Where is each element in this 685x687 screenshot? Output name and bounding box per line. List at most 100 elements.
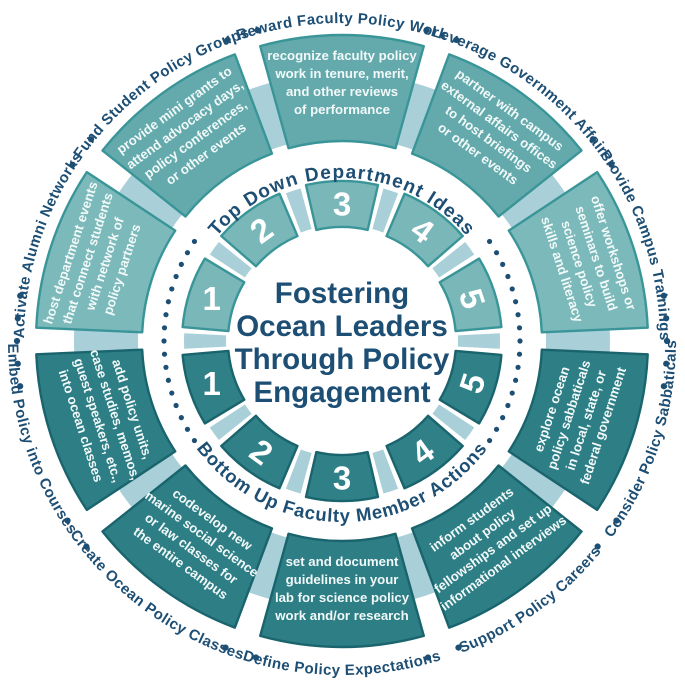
inner-ring-connector [372, 449, 399, 494]
label-ring-dots [13, 27, 671, 661]
ring-label-text: Define Policy Expectations [241, 647, 442, 679]
description-line: work and/or research [274, 608, 408, 623]
center-title-line: Fostering [275, 277, 409, 310]
step-shape [385, 192, 464, 268]
description-line: lab for science policy [275, 590, 410, 605]
center-title-line: Engagement [253, 376, 430, 409]
dot [178, 415, 184, 421]
dot [161, 338, 167, 344]
inner-ring-connector [285, 188, 312, 233]
dot [594, 543, 601, 550]
dot [184, 250, 191, 256]
dot [663, 360, 670, 367]
dot [515, 364, 521, 370]
step-shape [181, 349, 246, 425]
dot [165, 377, 171, 383]
segment-shape [507, 170, 649, 334]
dot [660, 292, 667, 299]
dot [173, 273, 179, 280]
inner-ring-connector [432, 242, 475, 278]
dot [224, 36, 231, 44]
inner-ring-connector [372, 188, 399, 233]
step-1-top: 1 [181, 257, 246, 333]
outer-ring-connector [397, 532, 435, 599]
dot [493, 426, 500, 432]
step-4-top: 4 [385, 192, 464, 268]
inner-ring-connector [432, 404, 475, 440]
outer-ring-connector [249, 83, 287, 150]
outer-ring-connector [119, 174, 182, 228]
inner-ring-connector [209, 242, 252, 278]
middle-dot-arcs [161, 238, 523, 444]
dot [222, 644, 229, 651]
step-shape [438, 257, 503, 333]
step-5-top: 5 [438, 257, 503, 333]
dot [173, 402, 179, 409]
dot [17, 383, 24, 390]
dot [516, 351, 523, 357]
dot [509, 390, 515, 396]
step-shape [438, 349, 503, 425]
segment-shape [410, 464, 583, 629]
outer-ring-connector [545, 330, 610, 352]
center-title-line: Through Policy [235, 343, 450, 376]
description-line: and other reviews [286, 84, 398, 99]
segment-shape [35, 170, 177, 334]
dot [169, 286, 175, 292]
dot [252, 654, 260, 661]
dot [169, 390, 175, 396]
outer-segment-provide-campus-trainings: offer workshops orseminars to buildscien… [507, 170, 649, 334]
segment-shape [507, 348, 649, 512]
step-3-top: 3 [304, 179, 380, 232]
dot [613, 517, 620, 524]
outer-segment-consider-policy-sabbaticals: explore oceanpolicy sabbaticalsin local,… [507, 348, 649, 512]
dot [486, 437, 493, 444]
dot [184, 426, 191, 432]
dot [513, 377, 519, 383]
description-line: set and document [286, 554, 399, 569]
dot [453, 36, 460, 44]
dot [191, 238, 198, 245]
dot [161, 351, 168, 357]
dot [163, 364, 169, 370]
dot [178, 261, 184, 267]
description-line: recognize faculty policy [267, 48, 417, 63]
dot [14, 360, 21, 367]
dot [83, 543, 90, 550]
outer-ring-connector [502, 174, 565, 228]
dot [515, 312, 521, 318]
outer-ring-connector [502, 454, 565, 508]
outer-ring-connector [249, 532, 287, 599]
dot [608, 161, 615, 168]
outer-ring-connector [74, 330, 139, 352]
dot [161, 325, 168, 331]
dot [254, 27, 261, 34]
segment-description: recognize faculty policy work in tenure, … [267, 48, 417, 117]
inner-ring-connector [285, 449, 312, 494]
outer-ring-connector [119, 454, 182, 508]
outer-segment-fund-student-policy-groups: provide mini grants toattend advocacy da… [101, 53, 274, 218]
step-number: 1 [203, 280, 221, 317]
outer-ring-connector [397, 83, 435, 150]
connector-bridges [74, 83, 610, 599]
dot [513, 299, 519, 305]
dot [165, 299, 171, 305]
step-number: 3 [333, 186, 351, 223]
dot [509, 286, 515, 292]
dot [14, 315, 21, 322]
description-line: work in tenure, merit, [274, 66, 408, 81]
dot [516, 325, 523, 331]
step-3-bottom: 3 [304, 450, 380, 503]
dot [493, 250, 500, 256]
dot [500, 415, 506, 421]
dot [87, 136, 95, 143]
dot [589, 136, 597, 143]
dot [660, 383, 667, 390]
dot [505, 273, 511, 280]
segment-shape [35, 348, 177, 512]
step-number: 3 [333, 460, 351, 497]
dot [517, 338, 523, 344]
